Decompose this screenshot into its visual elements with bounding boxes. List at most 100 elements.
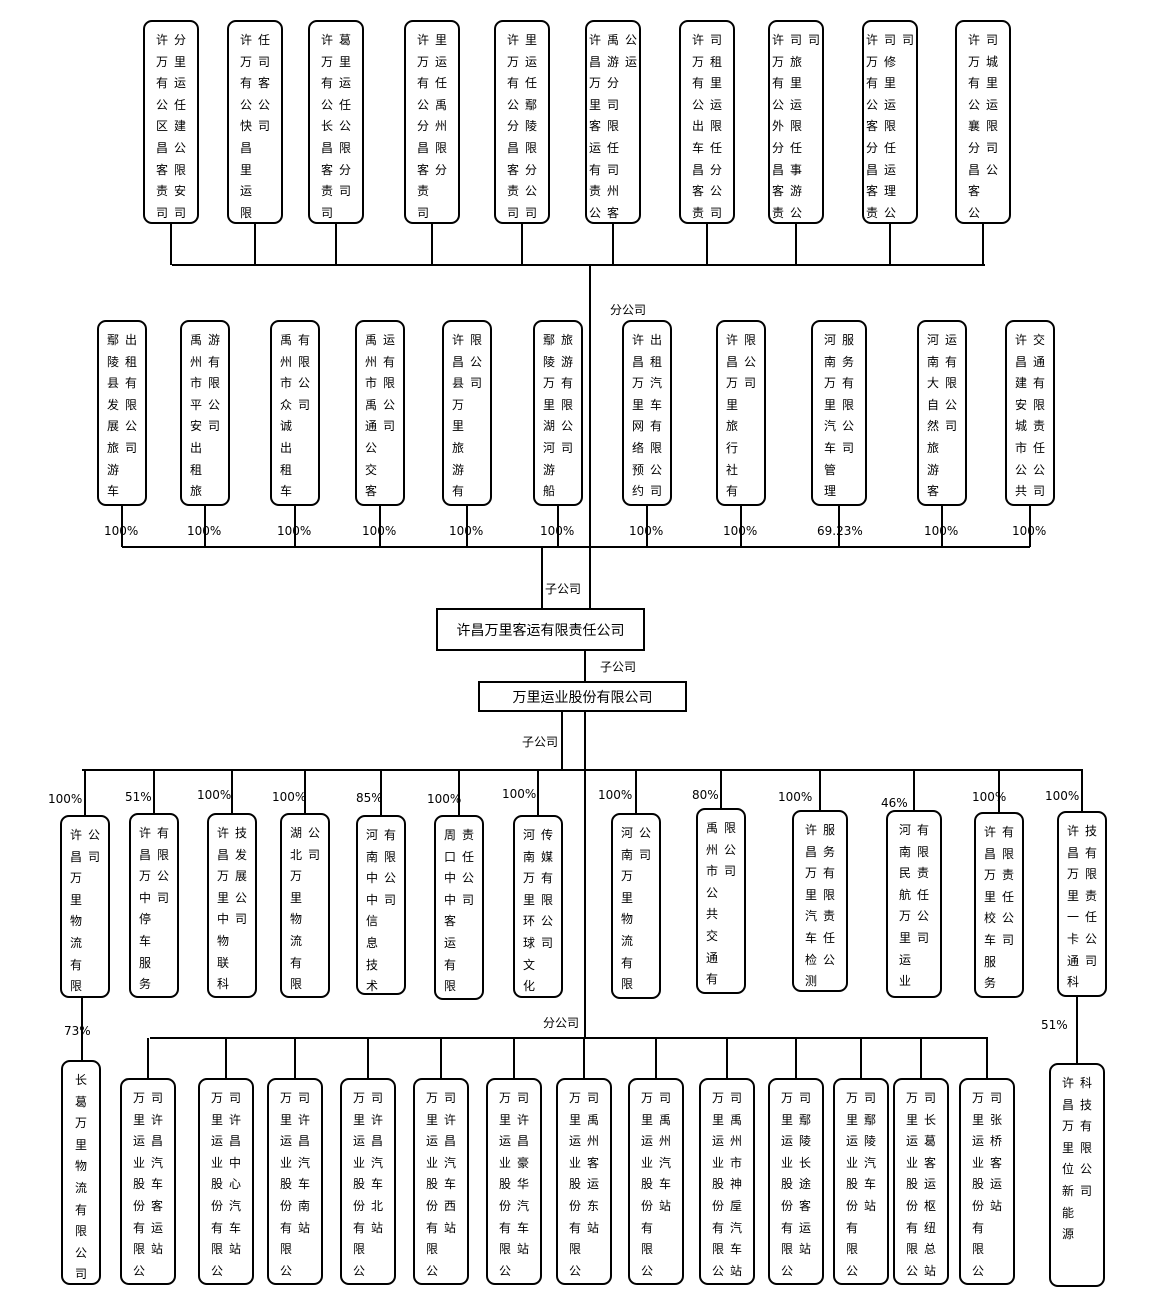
subsidiary-box: 许昌县万里旅游有限公司 bbox=[442, 320, 492, 506]
branch-box: 许万有公外分昌客责司旅里运限任事游公司 bbox=[768, 20, 824, 224]
branch-box: 许昌万里客运有责公禹游分司限任司州客公运 bbox=[585, 20, 641, 224]
company-name: 万里运业股份有限公司许昌汽车北站 bbox=[352, 1091, 384, 1278]
company-name: 许万有公分昌客责司里运任禹州限分 bbox=[416, 33, 448, 220]
subsidiary-box: 许昌万中停车服务有限公司 bbox=[129, 813, 179, 998]
company-name: 鄢陵万里湖河游船旅游有限公司 bbox=[542, 333, 574, 499]
company-name: 许昌万中停车服务有限公司 bbox=[138, 826, 170, 992]
company-parent-box: 万里运业股份有限公司 bbox=[478, 681, 687, 712]
subsidiary-box: 许昌建安城市公共交通有限责任公司 bbox=[1005, 320, 1055, 506]
ownership-percent: 69.23% bbox=[817, 524, 863, 538]
ownership-percent: 51% bbox=[125, 790, 152, 804]
company-name: 许万有公襄分昌客公司城里运限司公 bbox=[967, 33, 999, 220]
ownership-percent: 100% bbox=[48, 792, 83, 806]
company-name: 万里运业股份有限公司许昌汽车西站 bbox=[425, 1091, 457, 1278]
company-name: 禹州市众诚出租车有限公司 bbox=[279, 333, 311, 499]
company-name: 许万有公外分昌客责司旅里运限任事游公司 bbox=[771, 33, 821, 220]
ownership-percent: 100% bbox=[1045, 789, 1080, 803]
company-main-box: 许昌万里客运有限责任公司 bbox=[436, 608, 645, 651]
branch-box: 许万有公长昌客责司葛里运任公限分司 bbox=[308, 20, 364, 224]
station-box: 万里运业股份有限公司禹州市神垕汽车站 bbox=[699, 1078, 755, 1285]
ownership-percent: 100% bbox=[277, 524, 312, 538]
company-name: 许万有公客分昌客责司修里运限任运理公司 bbox=[865, 33, 915, 220]
company-name: 万里运业股份有限公司许昌汽车客运站 bbox=[132, 1091, 164, 1278]
ownership-percent: 100% bbox=[924, 524, 959, 538]
subsidiary-box: 禹州市禹通公交客运有限公司 bbox=[355, 320, 405, 506]
subsidiary-box: 河南万里汽车管理服务有限公司 bbox=[811, 320, 867, 506]
station-box: 万里运业股份有限公司鄢陵汽车站 bbox=[833, 1078, 889, 1285]
company-name: 禹州市公共交通有限公司 bbox=[705, 821, 737, 987]
subsidiary-box: 许昌万里旅行社有限公司 bbox=[716, 320, 766, 506]
branch-label: 分公司 bbox=[543, 1016, 580, 1030]
company-name: 河南中中信息技术有限公司 bbox=[365, 828, 397, 994]
company-name: 许昌建安城市公共交通有限责任公司 bbox=[1014, 333, 1046, 499]
ownership-percent: 100% bbox=[723, 524, 758, 538]
company-name: 河南大自然旅游客运有限公司 bbox=[926, 333, 958, 499]
company-name: 河南万里物流有限公司 bbox=[620, 826, 652, 992]
station-box: 万里运业股份有限公司禹州汽车站 bbox=[628, 1078, 684, 1285]
ownership-percent: 100% bbox=[502, 787, 537, 801]
station-box: 万里运业股份有限公司许昌豪华汽车站 bbox=[486, 1078, 542, 1285]
subsidiary-box: 河南民航万里运业有限责任公司 bbox=[886, 810, 942, 998]
subsidiary-box: 禹州市平安出租旅游有限公司 bbox=[180, 320, 230, 506]
subsidiary-box: 许昌万里一卡通科技有限责任公司 bbox=[1057, 811, 1107, 997]
branch-box: 许万有公襄分昌客公司城里运限司公 bbox=[955, 20, 1011, 224]
branch-box: 许万有公分昌客责司里运任鄢陵限分公司 bbox=[494, 20, 550, 224]
subsidiary-box: 长葛万里物流有限公司 bbox=[61, 1060, 101, 1285]
branch-box: 许万有公区昌客责司分里运任建公限安司 bbox=[143, 20, 199, 224]
ownership-percent: 100% bbox=[427, 792, 462, 806]
company-name: 万里运业股份有限公司许昌汽车南站 bbox=[279, 1091, 311, 1278]
subsidiary-box: 周口中中客运有限责任公司 bbox=[434, 815, 484, 1000]
company-name: 许万有公出车昌客责司租里运限任分公司 bbox=[691, 33, 723, 220]
subsidiary-box: 河南大自然旅游客运有限公司 bbox=[917, 320, 967, 506]
company-name: 许昌万里位新能源科技有限公司 bbox=[1061, 1076, 1093, 1242]
company-name: 万里运业股份有限公司长葛客运枢纽总站 bbox=[905, 1091, 937, 1278]
company-name: 万里运业股份有限公司许昌豪华汽车站 bbox=[498, 1091, 530, 1278]
company-name: 鄢陵县发展旅游车出租有限公司 bbox=[106, 333, 138, 499]
company-name: 许万有公分昌客责司里运任鄢陵限分公司 bbox=[506, 33, 538, 220]
ownership-percent: 46% bbox=[881, 796, 908, 810]
ownership-percent: 100% bbox=[449, 524, 484, 538]
ownership-percent: 100% bbox=[362, 524, 397, 538]
ownership-percent: 100% bbox=[197, 788, 232, 802]
subsidiary-box: 河南中中信息技术有限公司 bbox=[356, 815, 406, 995]
company-name: 许昌万里客运有责公禹游分司限任司州客公运 bbox=[588, 33, 638, 220]
ownership-percent: 100% bbox=[540, 524, 575, 538]
company-name: 万里运业股份有限公司禹州客运东站 bbox=[568, 1091, 600, 1278]
company-name: 万里运业股份有限公司许昌中心汽车站 bbox=[210, 1091, 242, 1278]
station-box: 万里运业股份有限公司许昌汽车南站 bbox=[267, 1078, 323, 1285]
station-box: 万里运业股份有限公司禹州客运东站 bbox=[556, 1078, 612, 1285]
station-box: 万里运业股份有限公司张桥客运站 bbox=[959, 1078, 1015, 1285]
ownership-percent: 100% bbox=[104, 524, 139, 538]
company-name: 万里运业股份有限公司鄢陵汽车站 bbox=[845, 1091, 877, 1278]
ownership-percent: 85% bbox=[356, 791, 383, 805]
branch-box: 许万有公客分昌客责司修里运限任运理公司 bbox=[862, 20, 918, 224]
subsidiary-box: 许昌万里物流有限公司 bbox=[60, 815, 110, 998]
company-name: 许昌万里物流有限公司 bbox=[69, 828, 101, 994]
company-name: 万里运业股份有限公司禹州汽车站 bbox=[640, 1091, 672, 1278]
company-name: 长葛万里物流有限公司 bbox=[74, 1073, 87, 1282]
subsidiary-box: 鄢陵万里湖河游船旅游有限公司 bbox=[533, 320, 583, 506]
subsidiary-label: 子公司 bbox=[545, 582, 582, 596]
station-box: 万里运业股份有限公司长葛客运枢纽总站 bbox=[893, 1078, 949, 1285]
station-box: 万里运业股份有限公司鄢陵长途客运站 bbox=[768, 1078, 824, 1285]
company-name: 许昌万里汽车检测服务有限责任公 bbox=[804, 823, 836, 989]
company-name: 河南民航万里运业有限责任公司 bbox=[898, 823, 930, 989]
subsidiary-box: 河南万里物流有限公司 bbox=[611, 813, 661, 999]
company-name: 许昌万里网络预约出租汽车有限公司 bbox=[631, 333, 663, 499]
company-name: 湖北万里物流有限公司 bbox=[289, 826, 321, 992]
ownership-percent: 100% bbox=[1012, 524, 1047, 538]
company-name: 许万有公区昌客责司分里运任建公限安司 bbox=[155, 33, 187, 220]
company-name: 万里运业股份有限公司鄢陵长途客运站 bbox=[780, 1091, 812, 1278]
subsidiary-box: 许昌万里汽车检测服务有限责任公 bbox=[792, 810, 848, 992]
company-name: 周口中中客运有限责任公司 bbox=[443, 828, 475, 994]
company-name: 许昌万里一卡通科技有限责任公司 bbox=[1066, 824, 1098, 990]
branch-label: 分公司 bbox=[610, 303, 647, 317]
company-name: 许昌县万里旅游有限公司 bbox=[451, 333, 483, 499]
ownership-percent: 100% bbox=[778, 790, 813, 804]
company-name: 禹州市平安出租旅游有限公司 bbox=[189, 333, 221, 499]
ownership-percent: 80% bbox=[692, 788, 719, 802]
station-box: 万里运业股份有限公司许昌汽车西站 bbox=[413, 1078, 469, 1285]
ownership-percent: 100% bbox=[629, 524, 664, 538]
subsidiary-box: 禹州市公共交通有限公司 bbox=[696, 808, 746, 994]
